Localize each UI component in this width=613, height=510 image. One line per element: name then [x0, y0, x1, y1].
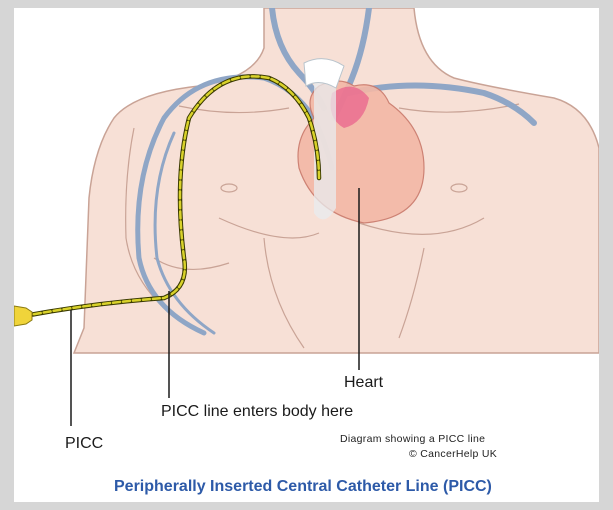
credit-line-1: Diagram showing a PICC line [340, 433, 485, 445]
diagram-panel: Heart PICC line enters body here PICC Di… [14, 8, 599, 502]
credit-line-2: © CancerHelp UK [409, 448, 497, 460]
diagram-caption: Peripherally Inserted Central Catheter L… [114, 478, 492, 496]
picc-label: PICC [65, 435, 103, 453]
anatomy-illustration [14, 8, 599, 502]
heart-label: Heart [344, 374, 383, 392]
entry-label: PICC line enters body here [161, 403, 353, 421]
picc-connector [14, 306, 32, 326]
